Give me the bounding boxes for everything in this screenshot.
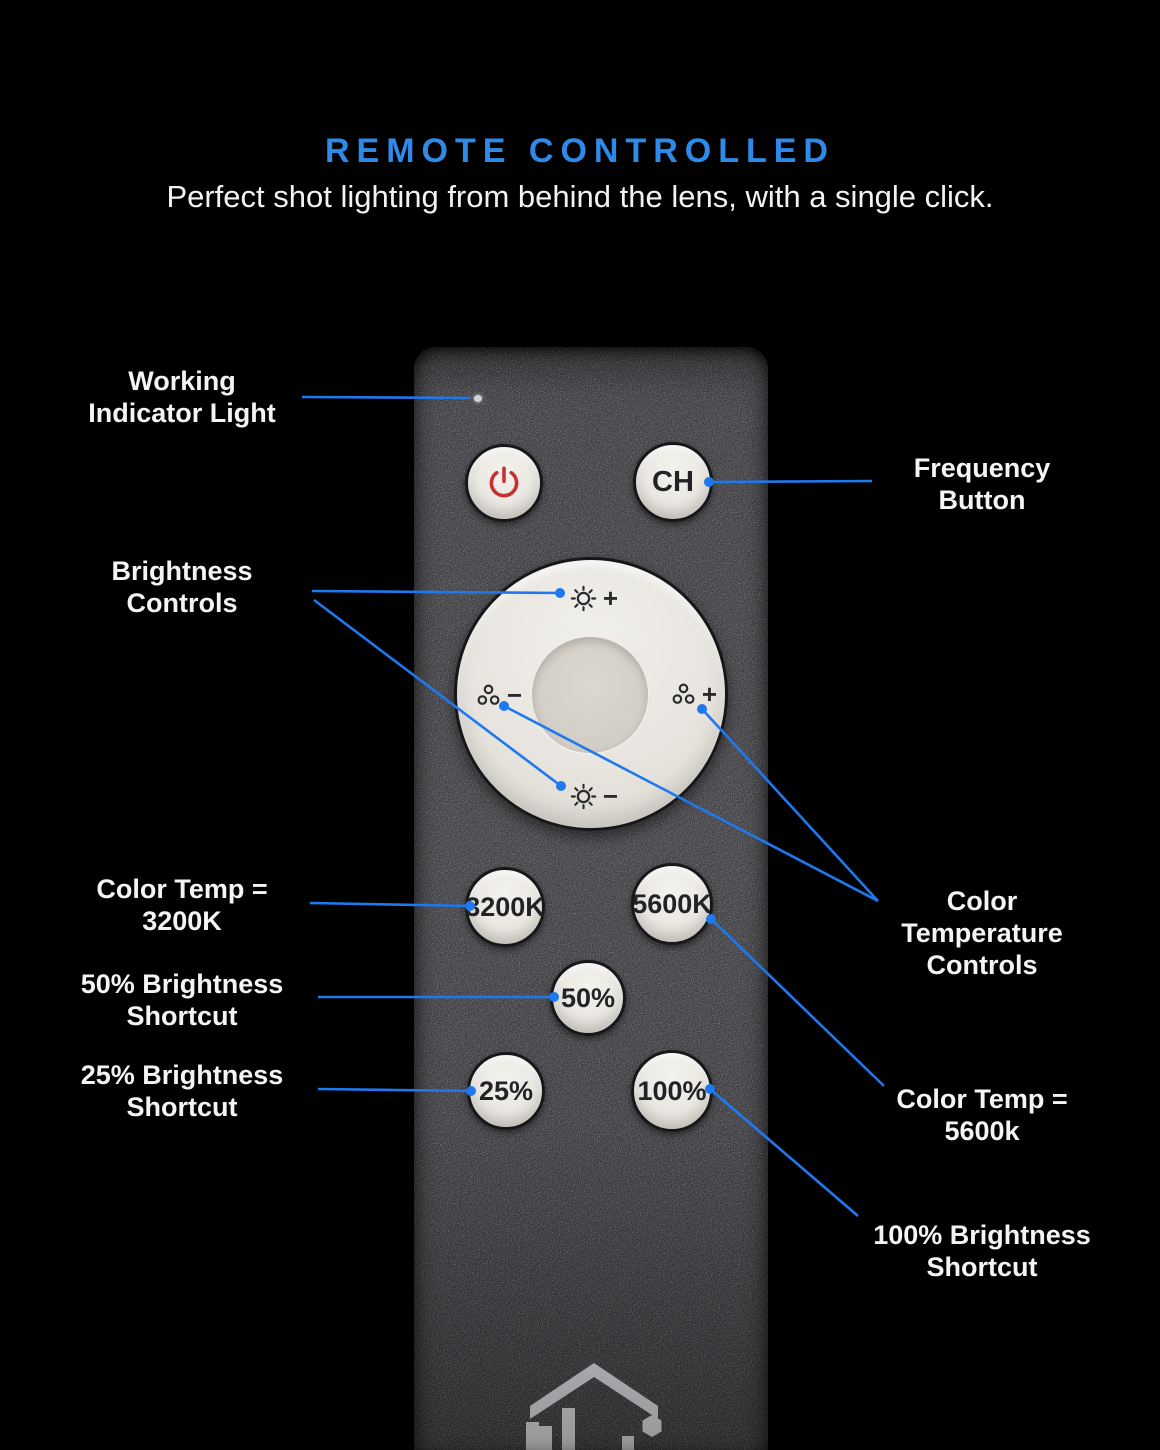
color-temp-up-sign: + (702, 681, 717, 707)
annotation-color-temp-3200k: Color Temp = 3200K (32, 873, 332, 937)
preset-50pct-label: 50% (561, 983, 615, 1014)
annotation-color-temperature-controls: Color Temperature Controls (832, 885, 1132, 981)
preset-50pct-button[interactable]: 50% (550, 960, 626, 1036)
page-title: REMOTE CONTROLLED (325, 132, 835, 170)
subtitle-line-2: the lens, with a single click. (619, 179, 994, 214)
power-button[interactable] (465, 444, 543, 522)
remote-shading (414, 347, 768, 1450)
annotation-line: 50% Brightness (80, 969, 284, 999)
working-indicator-light (474, 395, 482, 402)
remote-control: CH + (414, 347, 768, 1450)
subtitle-line-1: Perfect shot lighting from behind (166, 179, 612, 214)
brightness-up-button[interactable]: + (557, 578, 631, 618)
channel-button-label: CH (652, 466, 694, 499)
preset-25pct-label: 25% (479, 1076, 533, 1107)
annotation-line: Color Temp = (896, 1084, 1068, 1114)
annotation-line: Controls (126, 588, 238, 618)
preset-100pct-label: 100% (637, 1076, 706, 1107)
annotation-line: Shortcut (126, 1001, 238, 1031)
color-temp-up-button[interactable]: + (664, 672, 724, 716)
annotation-line: Controls (926, 950, 1038, 980)
annotation-working-indicator-light: Working Indicator Light (32, 365, 332, 429)
annotation-25pct-brightness-shortcut: 25% Brightness Shortcut (32, 1059, 332, 1123)
annotation-brightness-controls: Brightness Controls (32, 555, 332, 619)
annotation-50pct-brightness-shortcut: 50% Brightness Shortcut (32, 968, 332, 1032)
power-icon (489, 466, 519, 498)
annotation-line: Working (128, 366, 236, 396)
color-temp-icon (672, 683, 695, 704)
annotation-color-temp-5600k: Color Temp = 5600k (832, 1083, 1132, 1147)
annotation-line: Shortcut (126, 1092, 238, 1122)
annotation-100pct-brightness-shortcut: 100% Brightness Shortcut (832, 1219, 1132, 1283)
brightness-up-sign: + (603, 585, 618, 611)
annotation-line: Brightness (111, 556, 253, 586)
annotation-line: 5600k (944, 1116, 1020, 1146)
frequency-channel-button[interactable]: CH (633, 442, 713, 522)
annotation-line: Color (946, 886, 1018, 916)
annotation-frequency-button: Frequency Button (832, 452, 1132, 516)
annotation-line: Shortcut (926, 1252, 1038, 1282)
annotation-line: 25% Brightness (80, 1060, 284, 1090)
annotation-line: 3200K (142, 906, 222, 936)
annotation-line: Temperature (901, 918, 1063, 948)
page-subtitle: Perfect shot lighting from behind the le… (0, 176, 1160, 218)
annotation-line: Color Temp = (96, 874, 268, 904)
annotation-line: Indicator Light (88, 398, 276, 428)
sun-icon (570, 585, 597, 611)
brand-logo-icon (526, 1363, 662, 1450)
annotation-line: 100% Brightness (873, 1220, 1091, 1250)
annotation-line: Button (938, 485, 1026, 515)
annotation-line: Frequency (913, 453, 1051, 483)
